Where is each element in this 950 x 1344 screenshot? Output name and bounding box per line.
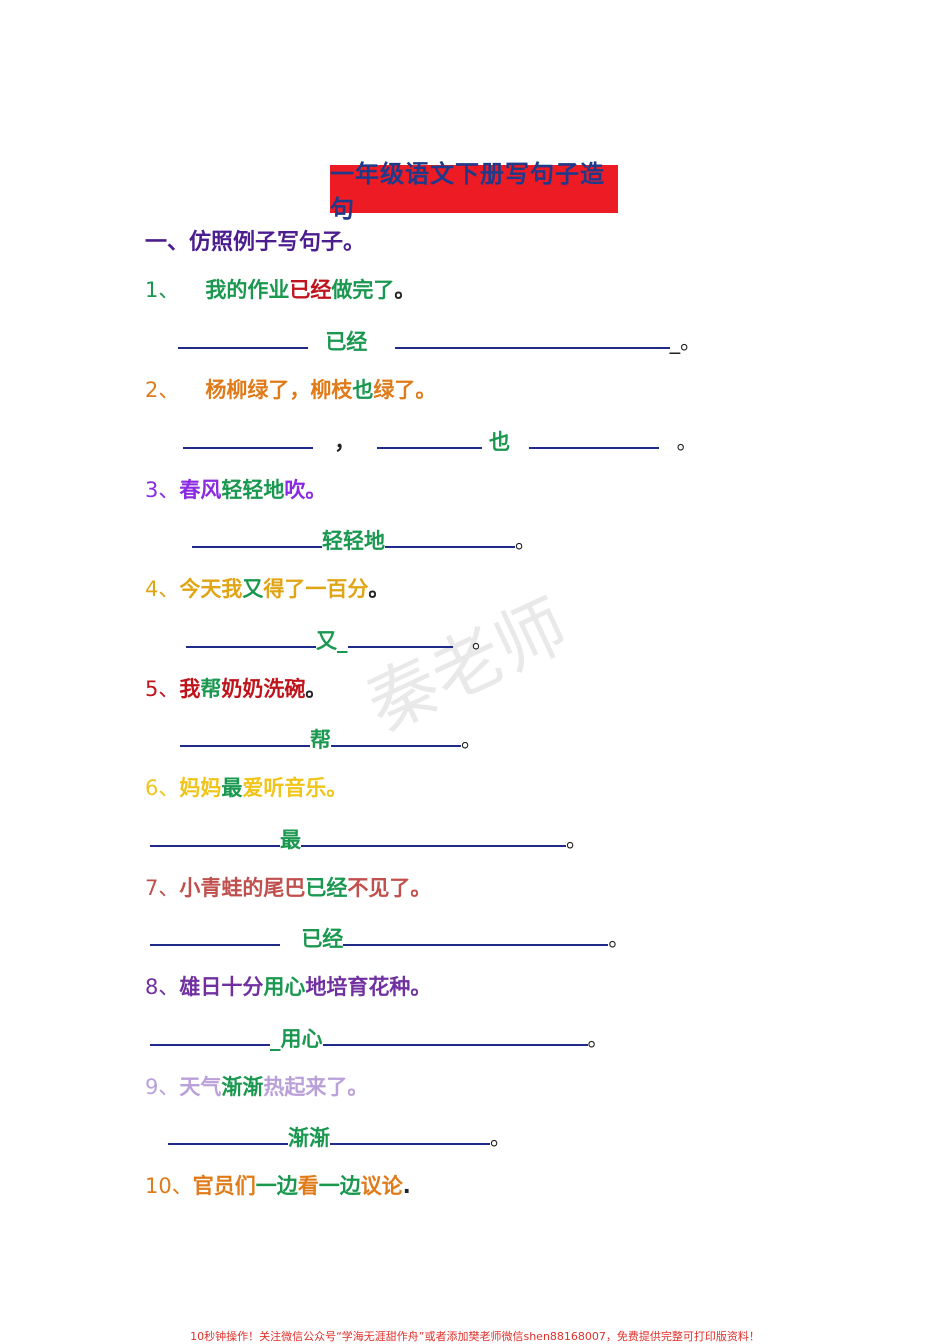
sentence-segment: 。 <box>415 378 437 402</box>
sentence-segment: 已经 <box>289 278 332 302</box>
page-title: 一年级语文下册写句子造句 <box>330 160 605 223</box>
sentence-segment: 地培育花种 <box>305 975 411 999</box>
sentence-segment: 渐渐 <box>221 1075 264 1099</box>
sentence-segment: 官员们 <box>192 1174 256 1198</box>
example-sentence-7: 7、小青蛙的尾巴已经不见了。 <box>145 872 431 902</box>
sentence-segment: 帮 <box>200 677 222 701</box>
sentence-segment: 已经 <box>305 876 348 900</box>
example-sentence-1: 1、 我的作业已经做完了。 <box>145 274 415 304</box>
sentence-segment: 天气 <box>179 1075 222 1099</box>
section-heading: 一、仿照例子写句子。 <box>145 230 366 255</box>
answer-line-5[interactable]: 帮。 <box>180 724 482 754</box>
answer-line-1[interactable]: 已经 _。 <box>178 326 701 356</box>
answer-line-3[interactable]: 轻轻地。 <box>192 525 536 555</box>
sentence-segment: 用心 <box>263 975 306 999</box>
item-number: 9、 <box>145 1075 180 1099</box>
item-number: 10、 <box>145 1174 193 1198</box>
sentence-segment: 春风 <box>179 478 222 502</box>
sentence-segment: 热起来了 <box>263 1075 348 1099</box>
example-sentence-3: 3、春风轻轻地吹。 <box>145 474 326 504</box>
item-number: 2、 <box>145 378 180 402</box>
example-sentence-9: 9、天气渐渐热起来了。 <box>145 1071 368 1101</box>
sentence-segment: 又 <box>242 577 264 601</box>
sentence-segment: 。 <box>347 1075 369 1099</box>
sentence-segment: 。 <box>410 975 432 999</box>
sentence-segment: 绿了 <box>373 378 416 402</box>
sentence-segment: 。 <box>368 577 390 601</box>
sentence-segment: 吹 <box>284 478 306 502</box>
sentence-segment: 小青蛙的尾巴 <box>179 876 306 900</box>
sentence-segment: 。 <box>305 677 327 701</box>
sentence-segment: 看 <box>297 1174 319 1198</box>
sentence-segment: 一边 <box>318 1174 361 1198</box>
sentence-segment: 爱听音乐 <box>242 776 327 800</box>
sentence-segment: 得了一百分 <box>263 577 369 601</box>
item-number: 5、 <box>145 677 180 701</box>
item-number: 3、 <box>145 478 180 502</box>
example-sentence-5: 5、我帮奶奶洗碗。 <box>145 673 326 703</box>
sentence-segment: 一边 <box>255 1174 298 1198</box>
sentence-segment: 。 <box>394 278 416 302</box>
sentence-segment: 最 <box>221 776 243 800</box>
example-sentence-2: 2、 杨柳绿了，柳枝也绿了。 <box>145 374 436 404</box>
sentence-segment: 妈妈 <box>179 776 222 800</box>
answer-line-6[interactable]: 最。 <box>150 824 587 854</box>
sentence-segment: 雄日十分 <box>179 975 264 999</box>
sentence-segment: 。 <box>326 776 348 800</box>
item-number: 7、 <box>145 876 180 900</box>
answer-line-9[interactable]: 渐渐。 <box>168 1122 511 1152</box>
item-number: 6、 <box>145 776 180 800</box>
item-number: 4、 <box>145 577 180 601</box>
example-sentence-8: 8、雄日十分用心地培育花种。 <box>145 971 431 1001</box>
sentence-segment: 我的作业 <box>205 278 290 302</box>
answer-line-2[interactable]: ， 也 。 <box>183 426 698 456</box>
example-sentence-10: 10、官员们一边看一边议论. <box>145 1170 411 1200</box>
sentence-segment: 奶奶洗碗 <box>221 677 306 701</box>
title-banner: 一年级语文下册写句子造句 <box>330 160 618 223</box>
sentence-segment: 做完了 <box>331 278 395 302</box>
answer-line-7[interactable]: 已经。 <box>150 923 629 953</box>
example-sentence-4: 4、今天我又得了一百分。 <box>145 573 389 603</box>
sentence-segment: 议论 <box>360 1174 403 1198</box>
sentence-segment: 。 <box>305 478 327 502</box>
answer-line-4[interactable]: 又_ 。 <box>186 625 493 655</box>
item-number: 1、 <box>145 278 180 302</box>
sentence-segment: 不见了 <box>347 876 411 900</box>
sentence-segment: 轻轻地 <box>221 478 285 502</box>
sentence-segment: 也 <box>352 378 374 402</box>
sentence-segment: 。 <box>410 876 432 900</box>
sentence-segment: 杨柳绿了，柳枝 <box>205 378 353 402</box>
footer-note: 10秒钟操作！关注微信公众号“学海无涯甜作舟”或者添加樊老师微信shen8816… <box>190 1330 760 1343</box>
item-number: 8、 <box>145 975 180 999</box>
sentence-segment: 我 <box>179 677 201 701</box>
sentence-segment: 今天我 <box>179 577 243 601</box>
answer-line-8[interactable]: _用心。 <box>150 1023 609 1053</box>
sentence-segment: . <box>402 1174 411 1198</box>
example-sentence-6: 6、妈妈最爱听音乐。 <box>145 772 347 802</box>
